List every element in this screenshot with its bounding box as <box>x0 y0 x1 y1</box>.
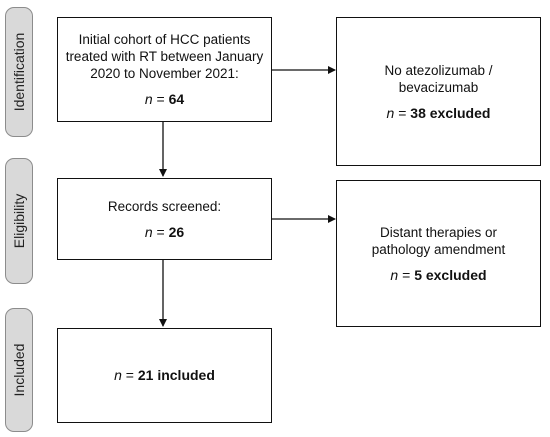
box-text-line: bevacizumab <box>398 79 479 95</box>
box-text-line: Records screened: <box>107 198 222 214</box>
box-text-line: Distant therapies or <box>379 224 498 240</box>
box-text-line: pathology amendment <box>371 241 506 257</box>
box-text-line: No atezolizumab / <box>384 62 493 78</box>
stage-eligibility: Eligibility <box>5 158 33 284</box>
stage-identification: Identification <box>5 7 33 137</box>
box-count: n = 21 included <box>114 367 215 383</box>
box-records-screened: Records screened: n = 26 <box>57 178 272 260</box>
box-count: n = 26 <box>144 223 185 240</box>
box-count: n = 38 excluded <box>386 104 491 121</box>
box-count: n = 5 excluded <box>390 266 487 283</box>
box-text-line: treated with RT between January <box>65 49 264 64</box>
box-included: n = 21 included <box>57 328 272 423</box>
box-text-line: 2020 to November 2021: <box>90 66 239 81</box>
box-text-line: Initial cohort of HCC patients <box>78 32 251 47</box>
box-excluded-no-atezolizumab: No atezolizumab / bevacizumab n = 38 exc… <box>336 17 541 166</box>
stage-included: Included <box>5 308 33 432</box>
box-count: n = 64 <box>144 91 185 107</box>
box-excluded-distant-therapies: Distant therapies or pathology amendment… <box>336 180 541 327</box>
box-initial-cohort: Initial cohort of HCC patients treated w… <box>57 17 272 122</box>
